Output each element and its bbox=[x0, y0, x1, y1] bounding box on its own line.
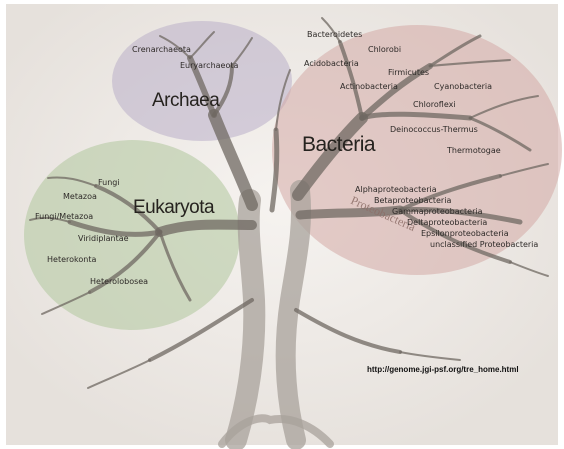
bacteria-group-label: Bacteroidetes bbox=[307, 31, 362, 39]
eukaryota-group-label: Viridiplantae bbox=[78, 235, 129, 243]
bacteria-group-label: Actinobacteria bbox=[340, 83, 398, 91]
eukaryota-title: Eukaryota bbox=[133, 198, 214, 217]
archaea-title: Archaea bbox=[152, 91, 219, 110]
bacteria-group-label: Firmicutes bbox=[388, 69, 429, 77]
archaea-group-label: Euryarchaeota bbox=[180, 62, 238, 70]
proteobacteria-class-label: Deltaproteobacteria bbox=[407, 219, 487, 227]
eukaryota-group-label: Fungi/Metazoa bbox=[35, 213, 93, 221]
proteobacteria-class-label: Gammaproteobacteria bbox=[392, 208, 482, 216]
bacteria-group-label: Thermotogae bbox=[447, 147, 501, 155]
proteobacteria-class-label: Alphaproteobacteria bbox=[355, 186, 437, 194]
bacteria-group-label: Chloroflexi bbox=[413, 101, 456, 109]
eukaryota-group-label: Heterokonta bbox=[47, 256, 96, 264]
proteobacteria-class-label: Betaproteobacteria bbox=[374, 197, 451, 205]
bacteria-group-label: Chlorobi bbox=[368, 46, 401, 54]
proteobacteria-class-label: unclassified Proteobacteria bbox=[430, 241, 538, 249]
source-url: http://genome.jgi-psf.org/tre_home.html bbox=[367, 366, 519, 374]
bacteria-group-label: Deinococcus-Thermus bbox=[390, 126, 478, 134]
bacteria-group-label: Cyanobacteria bbox=[434, 83, 492, 91]
eukaryota-group-label: Heterolobosea bbox=[90, 278, 148, 286]
bacteria-group-label: Acidobacteria bbox=[304, 60, 359, 68]
proteobacteria-class-label: Epsilonproteobacteria bbox=[421, 230, 509, 238]
bacteria-title: Bacteria bbox=[302, 134, 375, 155]
archaea-group-label: Crenarchaeota bbox=[132, 46, 191, 54]
eukaryota-group-label: Metazoa bbox=[63, 193, 97, 201]
eukaryota-group-label: Fungi bbox=[98, 179, 120, 187]
